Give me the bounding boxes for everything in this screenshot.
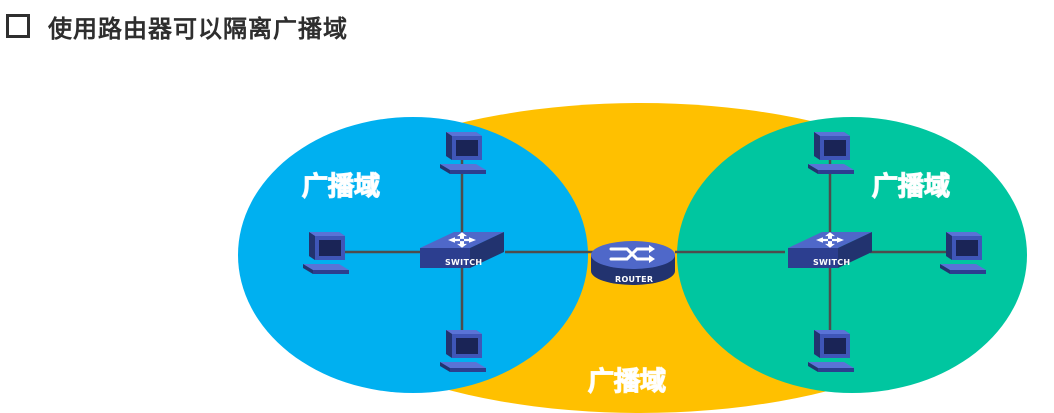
center-zone-label: 广播域: [588, 367, 666, 397]
slide-header: 使用路由器可以隔离广播域: [6, 6, 348, 46]
computer-icon: [440, 132, 486, 174]
computer-icon: [303, 232, 349, 274]
right-switch: SWITCH: [788, 232, 872, 268]
computer-icon: [808, 132, 854, 174]
left-broadcast-domain: [238, 117, 588, 393]
computer-icon: [808, 330, 854, 372]
left-switch-label: SWITCH: [445, 258, 482, 267]
router-label: ROUTER: [615, 275, 653, 284]
computer-icon: [440, 330, 486, 372]
left-zone-label: 广播域: [302, 172, 380, 202]
right-switch-label: SWITCH: [813, 258, 850, 267]
slide-title: 使用路由器可以隔离广播域: [48, 14, 348, 43]
right-zone-label: 广播域: [872, 172, 950, 202]
computer-icon: [940, 232, 986, 274]
bullet-box-icon: [6, 14, 30, 38]
router: ROUTER: [591, 241, 675, 285]
left-switch: SWITCH: [420, 232, 504, 268]
